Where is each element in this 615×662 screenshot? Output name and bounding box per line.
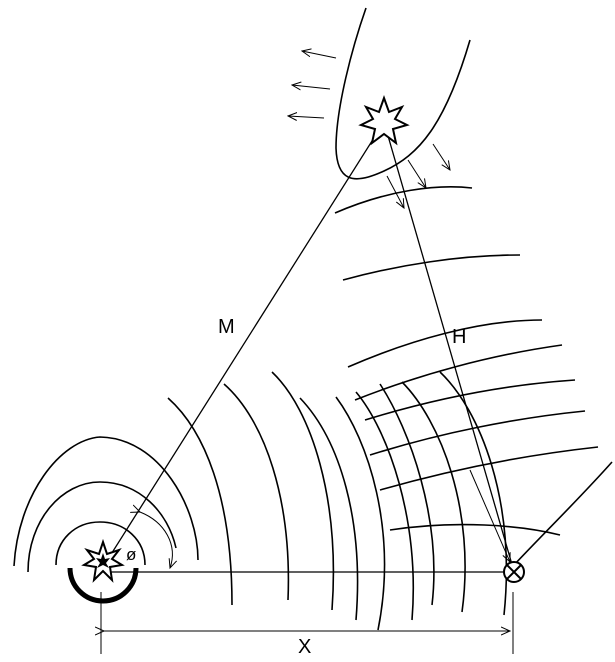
path-M <box>102 121 385 568</box>
source-star-icon <box>81 538 125 583</box>
outgoing-arrows <box>288 51 337 118</box>
receiver-icon <box>503 561 525 583</box>
source-housing <box>67 567 139 604</box>
label-X: X <box>298 636 311 658</box>
path-H-arrow <box>469 469 510 562</box>
reflector-boundary <box>335 7 471 180</box>
direct-wavefronts <box>13 371 508 631</box>
incoming-arrows <box>386 143 450 208</box>
receiver-boundary <box>513 461 613 566</box>
dimension-x <box>101 592 514 654</box>
label-M: M <box>218 316 235 338</box>
angle-label: ø <box>126 545 136 564</box>
path-H <box>383 121 514 569</box>
label-H: H <box>452 326 466 348</box>
angle-arc <box>140 512 172 568</box>
reflector-star-icon <box>358 95 410 146</box>
